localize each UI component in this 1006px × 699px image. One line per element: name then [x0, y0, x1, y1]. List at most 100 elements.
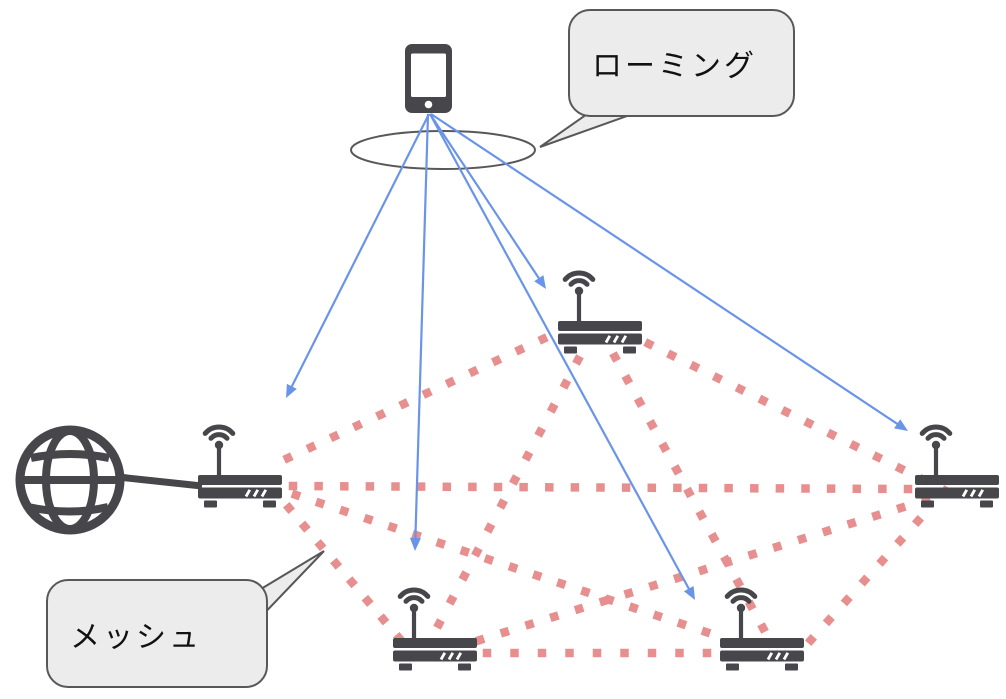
mesh-dot	[458, 570, 471, 582]
mesh-dot	[750, 484, 759, 493]
router-led	[782, 652, 790, 661]
mesh-dot	[846, 517, 858, 529]
mesh-dot	[732, 577, 745, 589]
mesh-dot	[288, 481, 298, 491]
mesh-dot	[531, 570, 543, 581]
mesh-dot	[330, 557, 343, 570]
mesh-dot	[573, 603, 585, 615]
router-led	[604, 335, 612, 344]
mesh-dot	[351, 419, 364, 432]
mesh-dot	[695, 509, 708, 521]
mesh-dot	[598, 595, 610, 607]
mesh-dot	[445, 594, 458, 606]
antenna	[576, 291, 582, 321]
mesh-dot	[894, 534, 907, 547]
roaming-callout-label: ローミング	[592, 50, 757, 83]
antenna	[738, 608, 744, 638]
mesh-dot	[771, 541, 783, 553]
mesh-dot	[796, 533, 808, 545]
mesh-link-gateway-right	[288, 481, 913, 494]
mesh-dot	[314, 539, 327, 552]
coverage-ellipse	[350, 130, 536, 170]
mesh-dot	[858, 574, 871, 587]
arrow-shaft	[289, 113, 430, 391]
mesh-dot	[483, 522, 496, 534]
mesh-dot	[621, 483, 631, 492]
mesh-dot	[510, 648, 519, 658]
mesh-dot	[734, 383, 747, 395]
mesh-link-gateway-top	[282, 333, 549, 464]
mesh-dot	[282, 452, 294, 464]
mesh-dot	[670, 464, 683, 476]
mesh-dot	[416, 482, 426, 491]
mesh-dot	[646, 419, 658, 431]
wifi-router-gateway-icon	[198, 424, 282, 508]
mesh-dot	[596, 483, 605, 492]
mesh-dot	[848, 440, 861, 452]
mesh-dot	[474, 634, 486, 646]
mesh-dot	[570, 483, 580, 492]
mesh-dot	[702, 648, 712, 658]
mesh-dot	[314, 481, 323, 491]
mesh-dot	[647, 483, 657, 493]
wifi-signal-icon	[568, 278, 590, 287]
mesh-dot	[442, 482, 452, 492]
mesh-dot	[559, 378, 572, 390]
wifi-signal-icon	[730, 595, 752, 604]
arrow-head-icon	[534, 275, 546, 289]
mesh-dot	[592, 648, 602, 658]
mesh-dot	[468, 482, 477, 492]
mesh-dot	[548, 611, 560, 623]
mesh-dot	[290, 489, 302, 501]
arrow-shaft	[430, 113, 902, 427]
mesh-dot	[519, 482, 528, 492]
mesh-dot	[871, 510, 882, 521]
mesh-dot	[623, 587, 635, 599]
mesh-dot	[700, 626, 712, 638]
mesh-dot	[804, 633, 818, 647]
mesh-dot	[609, 351, 621, 363]
roaming-arrow-to-top	[429, 113, 546, 289]
wifi-signal-icon	[562, 270, 596, 282]
router-led	[969, 489, 977, 498]
mesh-dot	[689, 360, 701, 373]
mesh-link-gateway-bottom-right	[290, 489, 712, 638]
mesh-dot	[490, 354, 503, 367]
mesh-dot	[387, 521, 398, 533]
mesh-dot	[482, 648, 492, 658]
smartphone-icon	[405, 44, 452, 113]
mesh-dot	[493, 482, 503, 492]
roaming-callout: ローミング	[568, 9, 795, 117]
mesh-dot	[673, 483, 682, 493]
mesh-dot	[467, 365, 480, 378]
mesh-dot	[876, 554, 889, 567]
mesh-dot	[305, 441, 317, 453]
mesh-dot	[375, 409, 387, 421]
mesh-dot	[391, 482, 400, 491]
mesh-dot	[871, 451, 884, 463]
wifi-signal-icon	[202, 424, 236, 436]
roaming-arrow-to-bottom-left	[409, 113, 430, 551]
wifi-signal-icon	[403, 595, 425, 604]
mesh-dot	[555, 578, 567, 589]
mesh-dot	[628, 602, 639, 614]
mesh-dot	[633, 396, 646, 408]
mesh-dot	[707, 531, 720, 544]
mesh-dot	[572, 354, 584, 366]
mesh-dot	[507, 562, 519, 573]
arrow-head-icon	[409, 537, 421, 551]
router-led	[260, 489, 268, 498]
mesh-dot	[911, 514, 925, 528]
mesh-dot	[757, 394, 769, 407]
roaming-arrow-to-gateway	[286, 113, 430, 398]
mesh-dot	[537, 648, 547, 658]
mesh-dot	[459, 546, 471, 557]
mesh-dot	[580, 586, 591, 598]
mesh-dot	[803, 417, 815, 429]
phone-screen	[411, 53, 446, 97]
mesh-callout: メッシュ	[46, 579, 268, 688]
mesh-dot	[338, 505, 350, 517]
mesh-dot	[534, 426, 546, 438]
mesh-dot	[524, 619, 535, 630]
arrow-shaft	[429, 113, 542, 283]
